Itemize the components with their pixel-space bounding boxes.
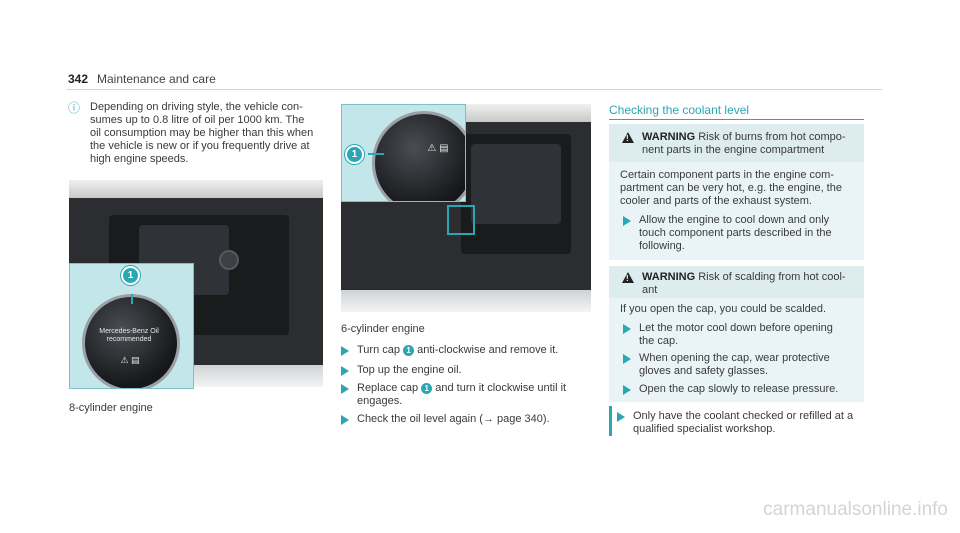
step-arrow-icon [623, 216, 631, 226]
final-step-line: qualified specialist workshop. [633, 423, 776, 435]
step-4[interactable]: Check the oil level again (→ page 340). [357, 413, 550, 425]
note-line: Depending on driving style, the vehicle … [90, 101, 303, 113]
warning-label: WARNING [642, 271, 696, 283]
page-number: 342 [68, 72, 89, 86]
callout-badge-inline: 1 [403, 345, 415, 356]
warning-step: Let the motor cool down before opening t… [639, 322, 861, 348]
warning-step-line: When opening the cap, wear protective [639, 352, 830, 364]
step-text: engages. [357, 395, 403, 407]
callout-badge-inline: 1 [421, 383, 433, 394]
hood [69, 180, 323, 198]
warning-symbols: ⚠ ▤ [120, 355, 140, 365]
warning-step-line: the cap. [639, 335, 679, 347]
step-arrow-icon [617, 412, 625, 422]
cap-label-line: recommended [106, 336, 152, 343]
warning-step-line: Allow the engine to cool down and only [639, 214, 830, 226]
final-step-line: Only have the coolant checked or refille… [633, 410, 854, 422]
step-arrow-icon [623, 324, 631, 334]
warning-head-text: WARNING Risk of scalding from hot cool- … [642, 271, 862, 297]
step-text: Turn cap [357, 344, 404, 356]
warning-triangle-icon [622, 132, 634, 143]
step-arrow-icon [341, 415, 349, 425]
cap-label-line: Mercedes-Benz Oil [99, 328, 159, 335]
step-1: Turn cap 1 anti-clockwise and remove it. [357, 344, 597, 357]
section-title: Maintenance and care [97, 72, 216, 86]
warning-step: Allow the engine to cool down and only t… [639, 214, 861, 253]
warning-step-line: Let the motor cool down before opening [639, 322, 833, 334]
warning-head-text: WARNING Risk of burns from hot compo- ne… [642, 131, 862, 157]
warning-body: If you open the cap, you could be scalde… [620, 303, 827, 315]
warning-body-line: partment can be very hot, e.g. the engin… [620, 182, 842, 194]
final-step: Only have the coolant checked or refille… [633, 410, 865, 436]
step-arrow-icon [341, 346, 349, 356]
warning-header [609, 266, 864, 298]
warning-step-line: gloves and safety glasses. [639, 365, 769, 377]
figure-caption-8cyl: 8-cylinder engine [69, 402, 153, 414]
coolant-title-underline [609, 119, 864, 120]
warning-step-line: touch component parts described in the [639, 227, 832, 239]
step-text: Replace cap [357, 382, 422, 394]
step-arrow-icon [623, 385, 631, 395]
watermark: carmanualsonline.info [763, 499, 948, 520]
leader-line [131, 294, 133, 304]
note-line: high engine speeds. [90, 153, 189, 165]
warning-head-line: Risk of burns from hot compo- [698, 131, 846, 143]
warning-step-line: following. [639, 240, 685, 252]
warning-body: Certain component parts in the engine co… [620, 169, 860, 208]
callout-badge-1: 1 [345, 145, 364, 164]
warning-head-line: ant [642, 284, 658, 296]
note-text: Depending on driving style, the vehicle … [90, 101, 326, 166]
step-text: and turn it clockwise until it [432, 382, 567, 394]
coolant-section-title: Checking the coolant level [609, 103, 750, 117]
oil-cap-label: Mercedes-Benz Oil recommended [96, 328, 162, 344]
warning-step: Open the cap slowly to release pressure. [639, 383, 861, 396]
header-divider [66, 89, 882, 90]
step-2: Top up the engine oil. [357, 364, 462, 376]
step-arrow-icon [341, 384, 349, 394]
oil-cap [219, 250, 239, 270]
leader-line [368, 153, 384, 155]
callout-badge-1: 1 [121, 266, 140, 285]
warning-box-burns: WARNING Risk of burns from hot compo- ne… [609, 124, 864, 260]
warning-box-scalding: WARNING Risk of scalding from hot cool- … [609, 266, 864, 402]
warning-triangle-icon [622, 272, 634, 283]
warning-step: When opening the cap, wear protective gl… [639, 352, 861, 378]
warning-header [609, 124, 864, 162]
note-line: the vehicle is new or if you frequently … [90, 140, 310, 152]
figure-caption-6cyl: 6-cylinder engine [341, 323, 425, 335]
front-bumper [341, 290, 591, 312]
oil-cap-highlight [447, 205, 475, 235]
step-arrow-icon [341, 366, 349, 376]
warning-label: WARNING [642, 131, 696, 143]
oil-cap-closeup [372, 111, 465, 201]
warning-head-line: Risk of scalding from hot cool- [698, 271, 846, 283]
warning-body-line: Certain component parts in the engine co… [620, 169, 835, 181]
step-3: Replace cap 1 and turn it clockwise unti… [357, 382, 597, 408]
note-line: oil consumption may be higher than this … [90, 127, 314, 139]
engine-cover [471, 144, 561, 224]
step-arrow-icon [623, 354, 631, 364]
warning-step-line: Open the cap slowly to release pressure. [639, 383, 839, 395]
note-line: sumes up to 0.8 litre of oil per 1000 km… [90, 114, 305, 126]
warning-head-line: nent parts in the engine compartment [642, 144, 825, 156]
step-text: anti-clockwise and remove it. [414, 344, 559, 356]
info-icon: ⓘ [68, 101, 81, 115]
highlight-bar [609, 406, 612, 436]
warning-body-line: cooler and parts of the exhaust system. [620, 195, 812, 207]
warning-symbols: ⚠ ▤ [427, 143, 449, 154]
